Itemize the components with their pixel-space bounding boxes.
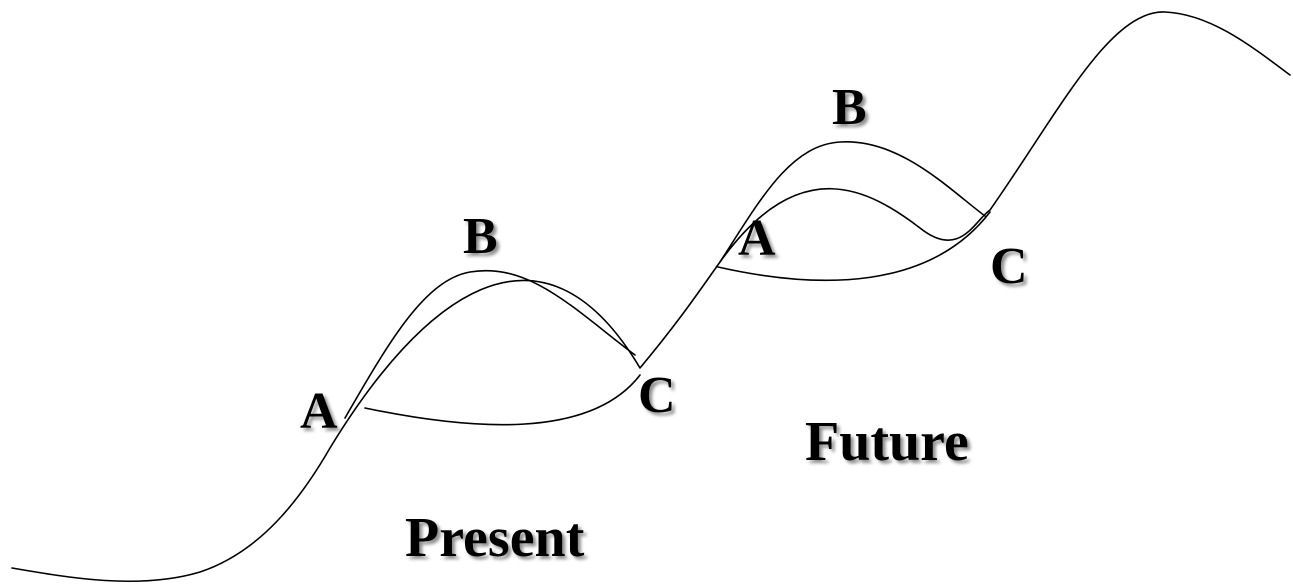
future-curve-upper [719,141,986,263]
future-point-a-label: A [738,210,776,267]
present-point-c-label: C [638,367,676,424]
present-curve-upper [344,269,636,419]
main-growth-curve [11,11,1291,583]
present-point-a-label: A [300,383,338,440]
present-point-b-label: B [463,208,498,265]
future-curve-lower [717,211,991,282]
future-label: Future [805,411,969,473]
future-point-b-label: B [832,79,867,136]
future-point-c-label: C [990,238,1028,295]
present-curve-lower [364,374,641,426]
present-label: Present [405,507,585,569]
